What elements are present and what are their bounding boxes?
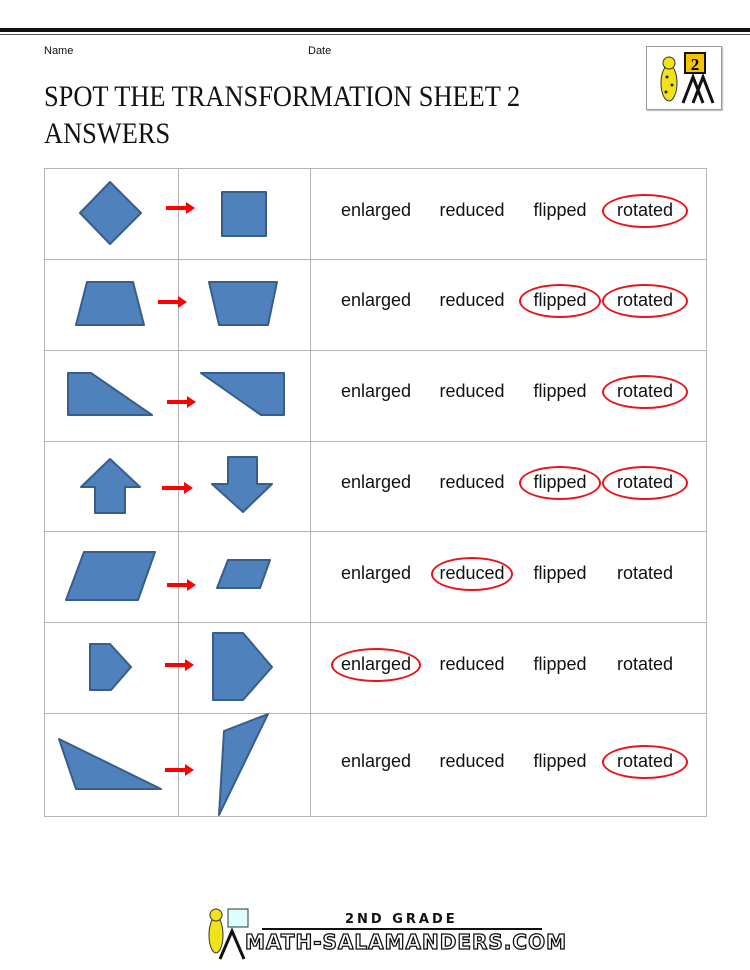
option-reduced: reduced bbox=[439, 472, 505, 492]
parallelogram-shape bbox=[65, 551, 156, 601]
option-reduced: reduced bbox=[439, 200, 505, 220]
option-flipped: flipped bbox=[533, 563, 587, 583]
salamander-logo: 2 bbox=[646, 46, 722, 110]
red-arrow-icon bbox=[165, 659, 194, 671]
red-arrow-icon bbox=[165, 764, 194, 776]
down-arrow-shape-shape bbox=[211, 456, 273, 513]
answer-circle bbox=[331, 648, 421, 682]
option-reduced: reduced bbox=[439, 381, 505, 401]
option-enlarged: enlarged bbox=[340, 472, 412, 492]
pentagon-small-shape bbox=[89, 643, 132, 691]
pentagon-large-shape bbox=[212, 632, 273, 701]
answer-circle bbox=[602, 194, 688, 228]
option-flipped: flipped bbox=[533, 381, 587, 401]
name-label: Name bbox=[44, 45, 74, 57]
option-flipped: flipped bbox=[533, 751, 587, 771]
right-trapezoid-shape bbox=[67, 372, 153, 416]
right-trapezoid-rotated-shape bbox=[200, 372, 285, 416]
option-reduced: reduced bbox=[439, 654, 505, 674]
trapezoid-shape bbox=[75, 281, 145, 326]
up-arrow-shape-shape bbox=[80, 458, 141, 514]
option-rotated: rotated bbox=[616, 654, 674, 674]
red-arrow-icon bbox=[166, 202, 195, 214]
red-arrow-icon bbox=[158, 296, 187, 308]
square-shape bbox=[221, 191, 267, 237]
date-label: Date bbox=[308, 45, 332, 57]
page-subtitle: ANSWERS bbox=[44, 117, 171, 150]
parallelogram-small-shape bbox=[216, 559, 271, 589]
red-arrow-icon bbox=[167, 396, 196, 408]
option-reduced: reduced bbox=[439, 751, 505, 771]
answer-circle bbox=[519, 466, 601, 500]
option-flipped: flipped bbox=[533, 200, 587, 220]
answer-circle bbox=[602, 375, 688, 409]
answer-circle bbox=[602, 745, 688, 779]
trapezoid-flipped-shape bbox=[208, 281, 278, 326]
header-rule bbox=[0, 28, 750, 32]
answer-circle bbox=[602, 466, 688, 500]
option-enlarged: enlarged bbox=[340, 751, 412, 771]
triangle-rotated-shape bbox=[218, 713, 269, 816]
diamond-shape bbox=[79, 181, 142, 245]
option-enlarged: enlarged bbox=[340, 290, 412, 310]
option-enlarged: enlarged bbox=[340, 563, 412, 583]
triangle-shape bbox=[58, 738, 162, 790]
answer-circle bbox=[431, 557, 513, 591]
red-arrow-icon bbox=[167, 579, 196, 591]
answer-circle bbox=[519, 284, 601, 318]
page-title: SPOT THE TRANSFORMATION SHEET 2 bbox=[44, 80, 521, 113]
footer-salamander bbox=[200, 905, 250, 965]
header-rule-thin bbox=[0, 34, 750, 35]
option-reduced: reduced bbox=[439, 290, 505, 310]
option-rotated: rotated bbox=[616, 563, 674, 583]
option-flipped: flipped bbox=[533, 654, 587, 674]
option-enlarged: enlarged bbox=[340, 200, 412, 220]
footer-grade: 2ND GRADE bbox=[345, 912, 458, 927]
footer-rule bbox=[262, 928, 542, 930]
footer-site: MATH-SALAMANDERS.COM bbox=[244, 929, 567, 954]
logo-badge: 2 bbox=[691, 55, 700, 74]
option-enlarged: enlarged bbox=[340, 381, 412, 401]
red-arrow-icon bbox=[162, 482, 193, 494]
answer-circle bbox=[602, 284, 688, 318]
